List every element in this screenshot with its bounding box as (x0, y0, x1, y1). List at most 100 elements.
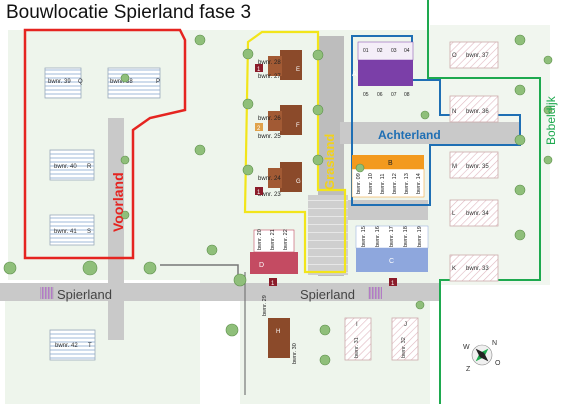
grass-area-southwest (5, 300, 200, 404)
svg-text:1: 1 (257, 190, 261, 196)
block-b-number: bwnr. 13 (404, 173, 410, 194)
house-bwnr-label: bwnr. 28 (258, 60, 281, 66)
plot-41[interactable]: bwnr. 41 S (49, 214, 95, 246)
plot-bwnr-label: bwnr. 34 (466, 211, 489, 217)
plot-33[interactable]: K bwnr. 33 (449, 254, 499, 282)
street-label-voorland: Voorland (110, 172, 126, 232)
svg-text:Z: Z (466, 366, 471, 373)
block-d[interactable]: bwnr. 20 bwnr. 21 bwnr. 22 D (250, 229, 298, 274)
plot-42[interactable]: bwnr. 42 T (49, 329, 96, 361)
plot-31[interactable]: I bwnr. 31 (344, 317, 372, 361)
house-pair-g[interactable]: bwnr. 24 G bwnr. 23 (258, 162, 302, 198)
marker-1: 1 (269, 278, 277, 287)
block-a-number: 06 (377, 92, 383, 98)
house-letter: E (296, 67, 300, 73)
svg-text:1: 1 (271, 281, 275, 287)
boundary-grasland (243, 30, 347, 274)
crossing-west (40, 287, 54, 299)
street-label-spierland-west: Spierland (57, 287, 112, 302)
svg-text:O: O (495, 360, 501, 367)
block-a-number: 08 (404, 92, 410, 98)
road-voorland-south (108, 290, 124, 340)
block-a-number: 03 (391, 48, 397, 54)
block-b-number: bwnr. 12 (392, 173, 398, 194)
house-pair-e[interactable]: bwnr. 28 E bwnr. 27 (258, 50, 302, 80)
boundary-voorland (23, 28, 187, 260)
plot-bwnr-label: bwnr. 31 (354, 337, 360, 358)
block-c-number: bwnr. 17 (389, 226, 395, 247)
plot-bwnr-label: bwnr. 39 (48, 79, 71, 85)
plot-letter: Q (78, 79, 83, 85)
plot-32[interactable]: J bwnr. 32 (391, 317, 419, 361)
road-achterland (340, 122, 520, 144)
block-d-number: bwnr. 22 (283, 229, 289, 250)
house-letter: G (296, 179, 301, 185)
house-bwnr-label: bwnr. 26 (258, 116, 281, 122)
svg-text:N: N (492, 340, 497, 347)
plot-bwnr-label: bwnr. 38 (110, 79, 133, 85)
plot-letter: N (452, 109, 456, 115)
block-c-number: bwnr. 19 (417, 226, 423, 247)
plot-39[interactable]: bwnr. 39 Q (44, 67, 83, 99)
svg-text:1: 1 (391, 281, 395, 287)
boundary-bobeldijk (427, 0, 541, 404)
plot-34[interactable]: L bwnr. 34 (449, 199, 499, 227)
plot-40[interactable]: bwnr. 40 R (49, 149, 95, 181)
block-b-number: bwnr. 10 (368, 173, 374, 194)
block-a-number: 01 (363, 48, 369, 54)
street-label-bobeldijk: Bobeldijk (544, 95, 558, 145)
plot-letter: O (452, 53, 457, 59)
house-bwnr-label: bwnr. 30 (292, 343, 298, 364)
block-a-number: 04 (404, 48, 410, 54)
plot-letter: L (452, 211, 456, 217)
road-voorland (108, 118, 124, 293)
house-bwnr-label: bwnr. 23 (258, 192, 281, 198)
marker-2: 2 (255, 123, 263, 132)
plot-letter: M (452, 164, 457, 170)
plot-35[interactable]: M bwnr. 35 (449, 151, 499, 179)
plot-letter: P (156, 79, 160, 85)
plot-letter: K (452, 266, 456, 272)
plot-37[interactable]: O bwnr. 37 (449, 41, 499, 69)
block-a-number: 05 (363, 92, 369, 98)
block-letter: A (352, 71, 357, 78)
page-title: Bouwlocatie Spierland fase 3 (6, 2, 252, 23)
marker-1: 1 (255, 64, 263, 73)
plot-bwnr-label: bwnr. 37 (466, 53, 489, 59)
block-letter: B (388, 160, 393, 167)
plot-letter: S (87, 229, 91, 235)
house-bwnr-label: bwnr. 25 (258, 134, 281, 140)
block-b-number: bwnr. 14 (416, 173, 422, 194)
plot-bwnr-label: bwnr. 41 (54, 229, 77, 235)
plot-bwnr-label: bwnr. 33 (466, 266, 489, 272)
block-c-number: bwnr. 15 (361, 226, 367, 247)
parking-grasland (308, 195, 348, 275)
plot-letter: I (356, 322, 358, 328)
crossing-east (368, 287, 382, 299)
plot-38[interactable]: bwnr. 38 P (107, 67, 161, 99)
plot-letter: T (88, 343, 92, 349)
block-letter: D (259, 262, 264, 269)
plot-letter: J (404, 322, 407, 328)
block-c[interactable]: bwnr. 15 bwnr. 16 bwnr. 17 bwnr. 18 bwnr… (355, 225, 429, 272)
house-pair-h[interactable]: H bwnr. 29 bwnr. 30 (262, 295, 298, 364)
compass-rose-icon: N O Z W (463, 340, 501, 373)
block-b[interactable]: bwnr. 09 bwnr. 10 bwnr. 11 bwnr. 12 bwnr… (351, 155, 425, 198)
block-d-number: bwnr. 21 (270, 229, 276, 250)
block-d-number: bwnr. 20 (257, 229, 263, 250)
block-a-number: 07 (391, 92, 397, 98)
area-southeast (440, 290, 563, 404)
marker-1: 1 (389, 278, 397, 287)
house-bwnr-label: bwnr. 27 (258, 74, 281, 80)
block-a-number: 02 (377, 48, 383, 54)
plot-36[interactable]: N bwnr. 36 (449, 95, 499, 123)
block-a[interactable]: 01 02 03 04 05 06 07 08 A (352, 41, 414, 98)
block-b-number: bwnr. 11 (380, 174, 386, 194)
block-c-number: bwnr. 16 (375, 226, 381, 247)
house-pair-f[interactable]: bwnr. 26 F bwnr. 25 (258, 105, 302, 140)
trees (3, 34, 553, 366)
block-b-number: bwnr. 09 (356, 173, 362, 194)
svg-text:2: 2 (257, 126, 261, 132)
